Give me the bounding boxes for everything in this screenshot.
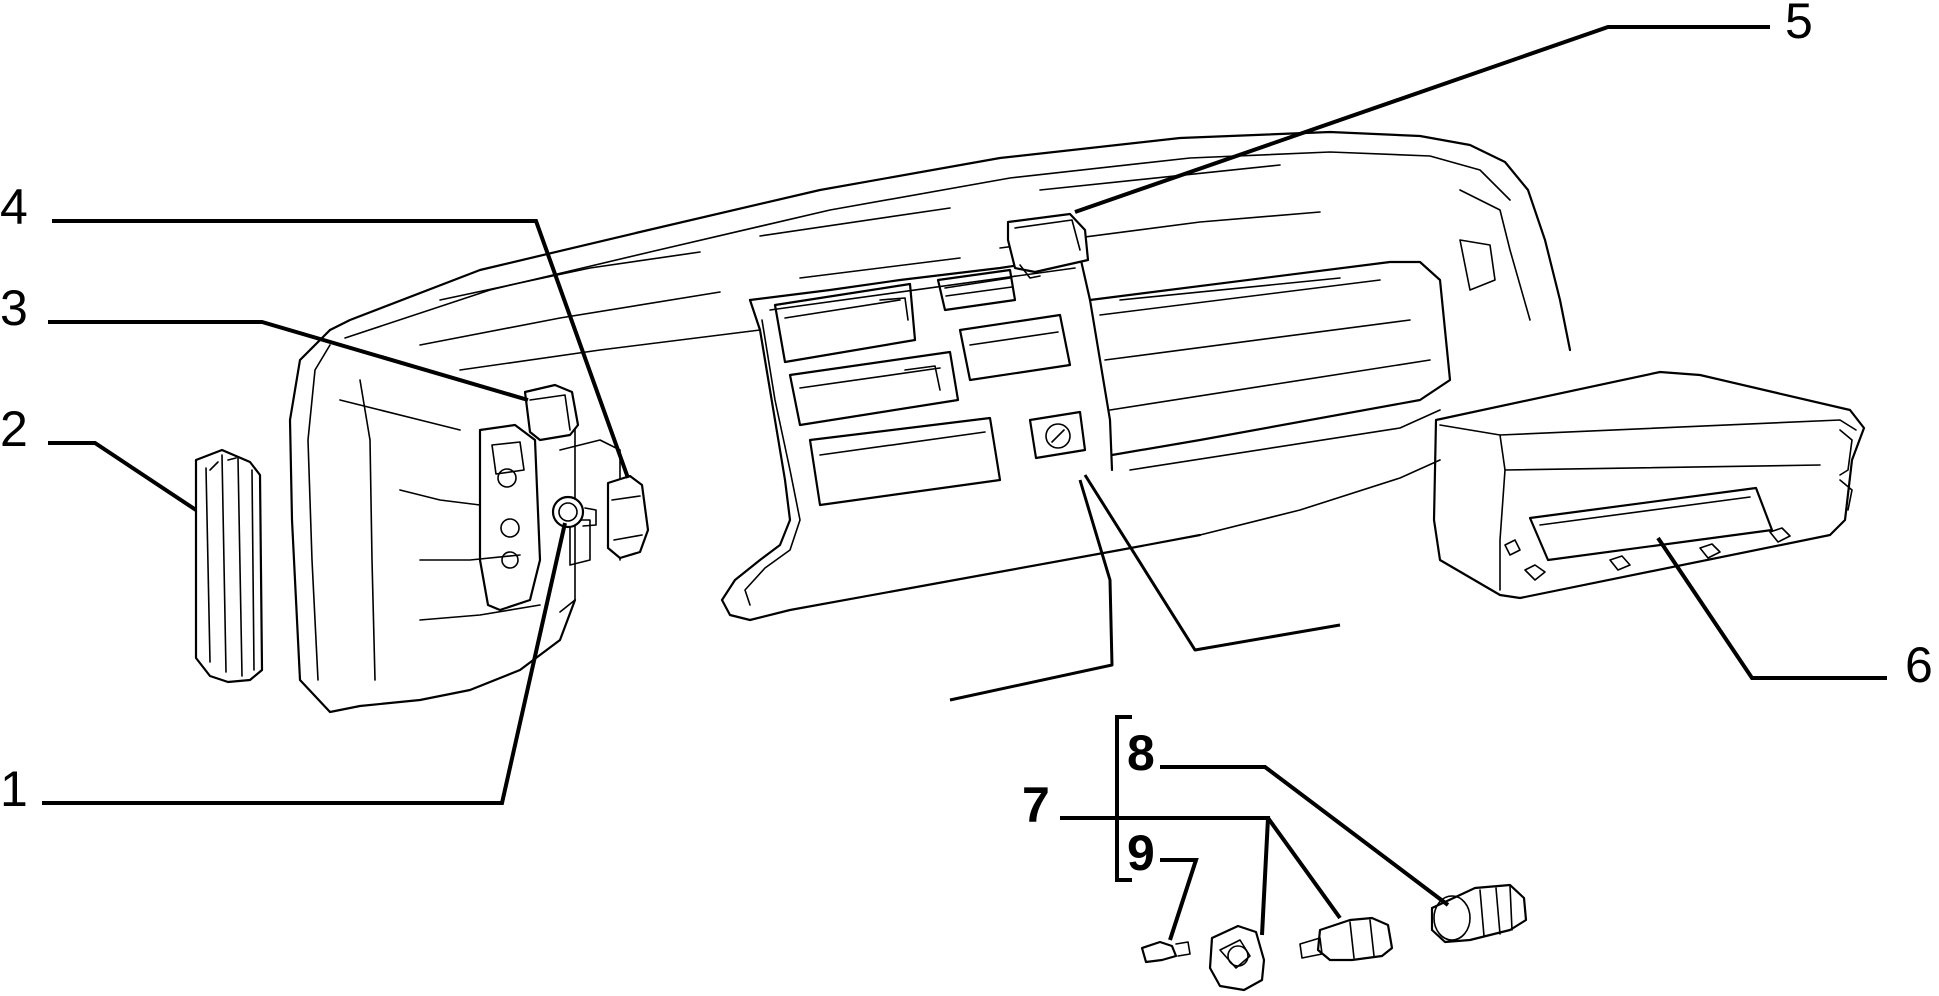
part-5-dash-switch: [1006, 212, 1090, 279]
callout-3: 3: [0, 280, 28, 336]
callout-2: 2: [0, 401, 28, 457]
leader-line-7: [1060, 816, 1342, 936]
leader-line-3: [48, 320, 529, 402]
leader-line-2: [48, 441, 198, 512]
leader-lines: [42, 25, 1887, 941]
leader-line-6: [1656, 536, 1887, 680]
leader-line-9: [1160, 858, 1199, 941]
part-1-round-switch: [551, 495, 597, 529]
callout-8: 8: [1127, 725, 1155, 781]
callout-7: 7: [1022, 777, 1050, 833]
part-7-lighter-body: [1208, 924, 1266, 992]
leader-line-8: [1160, 765, 1450, 907]
callout-5: 5: [1785, 0, 1813, 49]
part-2-connector-strip: [194, 448, 264, 684]
part-8-lighter-knob: [1430, 883, 1528, 944]
leader-line-1: [42, 522, 567, 805]
part-6-instrument-cluster: [1432, 370, 1866, 600]
part-9-bulb: [1140, 940, 1191, 964]
callout-6: 6: [1905, 637, 1933, 693]
callout-labels: 1 2 3 4 5 6 7 8 9: [0, 0, 1933, 881]
callout-4: 4: [0, 179, 28, 235]
group-bracket: [1115, 715, 1132, 882]
leader-line-4: [52, 219, 630, 479]
part-7-lighter-element: [1299, 916, 1394, 962]
callout-1: 1: [0, 761, 28, 817]
callout-9: 9: [1127, 825, 1155, 881]
part-3-switch-cover: [523, 383, 580, 442]
part-4-rocker-switch: [606, 474, 650, 560]
leader-line-5: [1074, 25, 1770, 214]
